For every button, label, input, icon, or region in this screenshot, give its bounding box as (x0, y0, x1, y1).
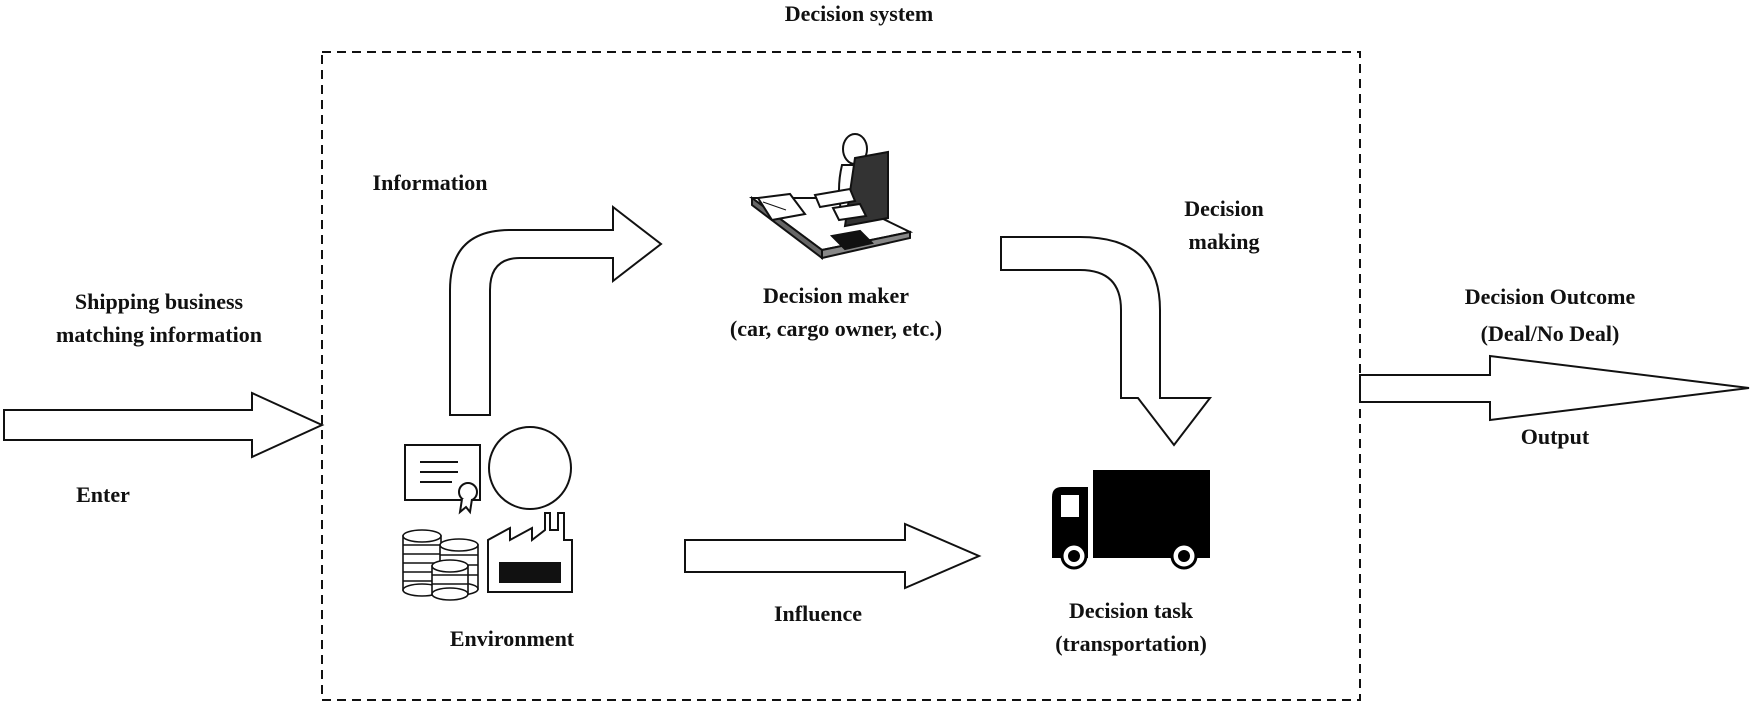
certificate-icon (404, 444, 481, 515)
information-label: Information (372, 170, 488, 195)
decision-maker-label: Decision maker (car, cargo owner, etc.) (730, 279, 942, 345)
information-arrow (449, 204, 663, 416)
decision-outcome-line-1: Decision Outcome (1464, 284, 1636, 309)
factory-icon (487, 512, 573, 593)
decision-task-line-1: Decision task (1068, 598, 1194, 623)
decision-system-boundary (321, 51, 1361, 701)
decision-making-label: Decision making (1184, 192, 1263, 258)
output-label: Output (1520, 424, 1590, 449)
enter-label: Enter (76, 482, 130, 507)
decision-task-line-2: (transportation) (1055, 631, 1207, 656)
truck-icon (1052, 470, 1210, 570)
coin-stacks-icon (402, 529, 479, 601)
decision-system-title: Decision system (784, 1, 934, 26)
decision-making-arrow (1000, 236, 1213, 447)
decision-making-line-1: Decision (1184, 196, 1264, 221)
decision-outcome-label: Decision Outcome (Deal/No Deal) (1465, 280, 1635, 350)
environment-label: Environment (449, 626, 575, 651)
decision-making-line-2: making (1188, 229, 1260, 254)
globe-icon (488, 426, 572, 510)
decision-maker-line-2: (car, cargo owner, etc.) (729, 316, 943, 341)
input-line-1: Shipping business (74, 289, 244, 314)
decision-maker-line-1: Decision maker (762, 283, 910, 308)
decision-outcome-line-2: (Deal/No Deal) (1480, 321, 1620, 346)
input-description: Shipping business matching information (56, 285, 262, 351)
enter-arrow (3, 391, 325, 459)
person-at-desk-icon (748, 133, 914, 261)
influence-arrow (684, 522, 982, 590)
influence-label: Influence (774, 601, 862, 626)
input-line-2: matching information (56, 322, 262, 347)
output-arrow (1359, 354, 1750, 422)
decision-task-label: Decision task (transportation) (1055, 594, 1207, 660)
